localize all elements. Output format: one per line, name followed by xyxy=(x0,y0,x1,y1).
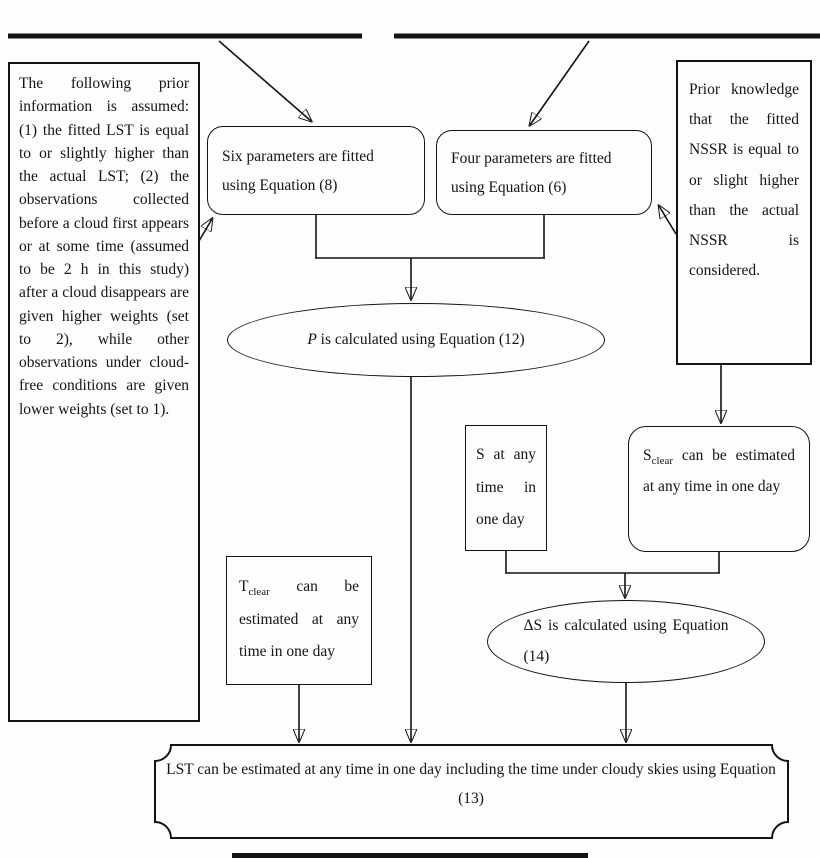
six-parameters-text: Six parameters are fitted using Equation… xyxy=(222,148,374,195)
prior-info-lst-box: The following prior information is assum… xyxy=(8,62,200,722)
prior-info-nssr-text: Prior knowledge that the fitted NSSR is … xyxy=(689,81,799,280)
arrow-topright-to-four xyxy=(530,40,590,125)
delta-s-calculation-text: ΔS is calculated using Equation (14) xyxy=(523,617,729,665)
merge-connector-params xyxy=(315,215,545,259)
s-any-time-text: S at any time in one day xyxy=(476,446,536,529)
p-calculation-text: P is calculated using Equation (12) xyxy=(307,331,525,348)
t-clear-estimate-text: Tclear can be estimated at any time in o… xyxy=(239,578,359,661)
four-parameters-box: Four parameters are fitted using Equatio… xyxy=(436,130,652,215)
merge-connector-s xyxy=(505,551,720,574)
six-parameters-box: Six parameters are fitted using Equation… xyxy=(207,126,425,215)
s-clear-estimate-text: Sclear can be estimated at any time in o… xyxy=(643,447,795,495)
bottom-cutoff-bar xyxy=(232,853,588,858)
arrow-nssr-to-four xyxy=(659,206,677,235)
prior-info-nssr-box: Prior knowledge that the fitted NSSR is … xyxy=(676,60,812,365)
delta-s-calculation-ellipse: ΔS is calculated using Equation (14) xyxy=(487,600,765,683)
s-any-time-box: S at any time in one day xyxy=(465,425,547,551)
t-clear-estimate-box: Tclear can be estimated at any time in o… xyxy=(226,556,372,685)
arrow-leftbox-to-six xyxy=(198,219,212,242)
arrow-topleft-to-six xyxy=(218,40,311,121)
four-parameters-text: Four parameters are fitted using Equatio… xyxy=(451,150,612,197)
prior-info-lst-text: The following prior information is assum… xyxy=(19,75,189,418)
lst-result-text: LST can be estimated at any time in one … xyxy=(166,761,776,808)
s-clear-estimate-box: Sclear can be estimated at any time in o… xyxy=(628,426,810,552)
p-calculation-ellipse: P is calculated using Equation (12) xyxy=(227,303,605,377)
